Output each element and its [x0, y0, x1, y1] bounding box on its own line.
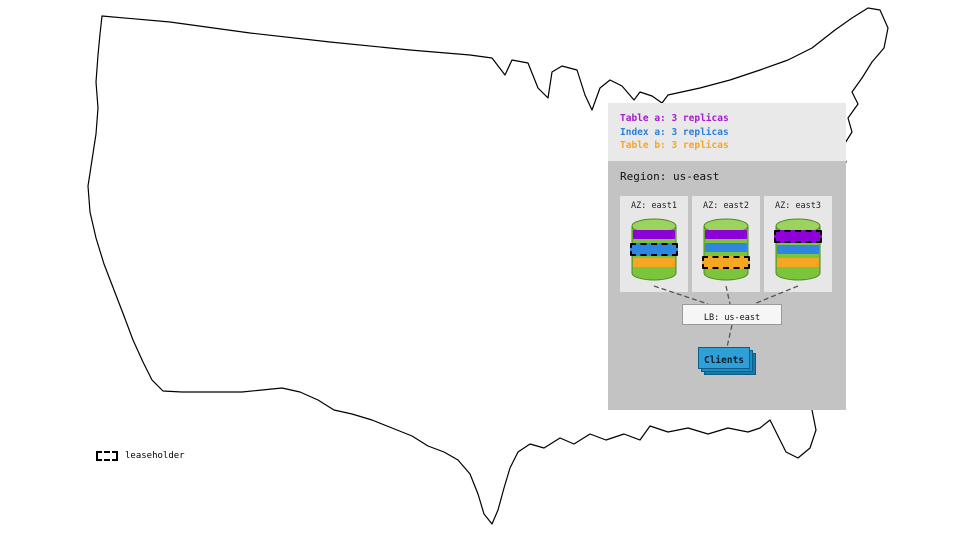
legend-index-a: Index a: 3 replicas — [620, 126, 729, 138]
replica-bars — [620, 230, 688, 271]
replica-legend-panel: Table a: 3 replicas Index a: 3 replicas … — [608, 103, 846, 161]
az-label: AZ: east3 — [774, 201, 822, 211]
az-box-east2: AZ: east2 — [692, 196, 760, 292]
table-b-replica — [777, 258, 819, 267]
az-label: AZ: east1 — [630, 201, 678, 211]
index-a-replica-leaseholder — [630, 243, 678, 256]
region-title: Region: us-east — [620, 170, 720, 183]
load-balancer-box: LB: us-east — [682, 304, 782, 325]
replica-bars — [764, 230, 832, 271]
leaseholder-key-label: leaseholder — [125, 451, 185, 461]
clients-stack: Clients — [698, 347, 760, 377]
table-b-replica-leaseholder — [702, 256, 750, 269]
index-a-replica — [705, 243, 747, 252]
clients-box: Clients — [698, 347, 750, 369]
table-a-replica — [633, 230, 675, 239]
leaseholder-swatch-icon — [96, 451, 118, 461]
az-box-east1: AZ: east1 — [620, 196, 688, 292]
table-a-replica-leaseholder — [774, 230, 822, 243]
index-a-replica — [777, 245, 819, 254]
replica-bars — [692, 230, 760, 271]
az-label: AZ: east2 — [702, 201, 750, 211]
legend-table-b: Table b: 3 replicas — [620, 140, 729, 151]
region-box-us-east: Region: us-east AZ: east1 AZ: east2 AZ: … — [608, 161, 846, 410]
table-b-replica — [633, 258, 675, 267]
az-box-east3: AZ: east3 — [764, 196, 832, 292]
lb-label: LB: us-east — [703, 313, 761, 323]
clients-label: Clients — [703, 355, 745, 366]
leaseholder-key: leaseholder — [96, 451, 185, 461]
legend-table-a: Table a: 3 replicas — [620, 113, 729, 124]
table-a-replica — [705, 230, 747, 239]
